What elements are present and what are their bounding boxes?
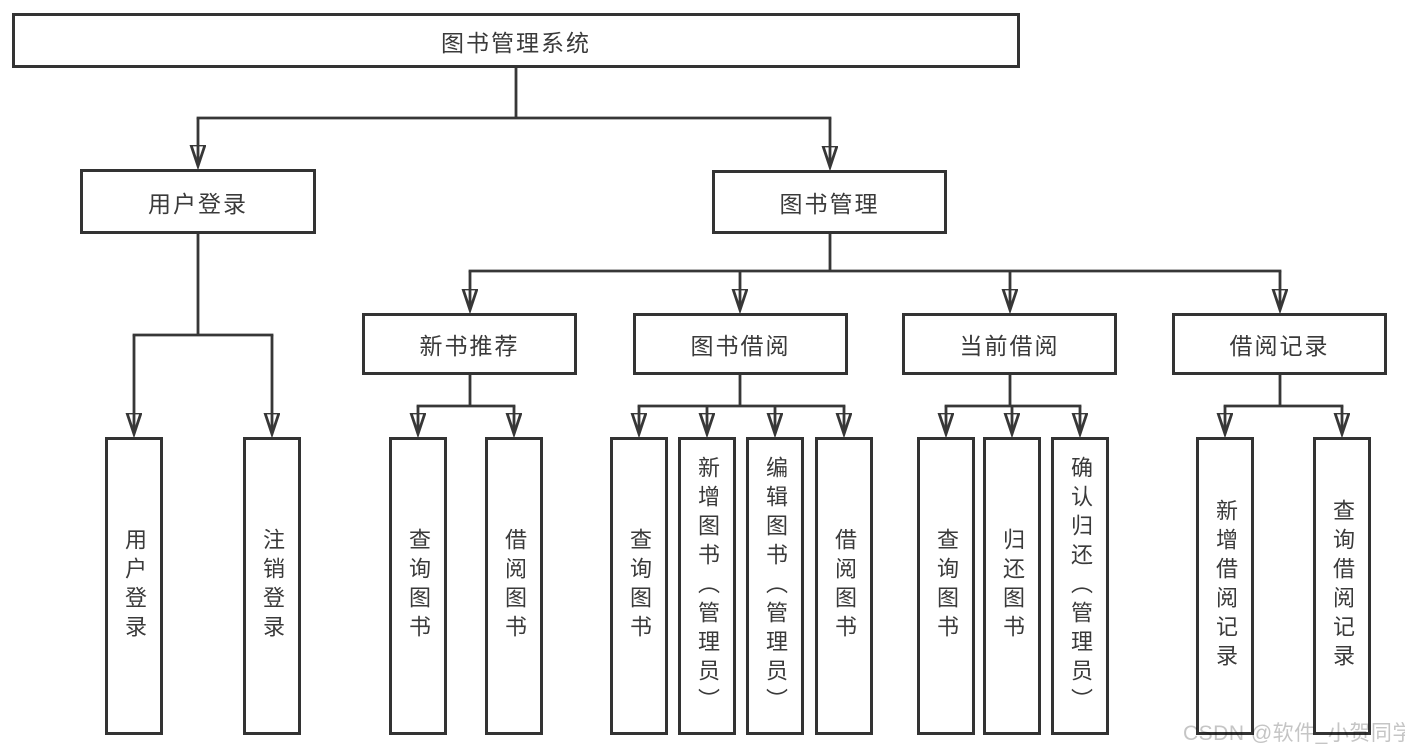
node-label: 当前借阅 bbox=[959, 333, 1060, 359]
leaf-borrow-books: 借阅图书 bbox=[815, 437, 873, 735]
node-current-borrow: 当前借阅 bbox=[902, 313, 1117, 375]
node-library-management-system: 图书管理系统 bbox=[12, 13, 1020, 68]
leaf-recommend-borrow-books: 借阅图书 bbox=[485, 437, 543, 735]
leaf-label: 用户登录 bbox=[122, 528, 147, 644]
leaf-label: 注销登录 bbox=[260, 528, 285, 644]
node-borrow-records: 借阅记录 bbox=[1172, 313, 1387, 375]
csdn-watermark: CSDN @软件_小贺同学 bbox=[1183, 722, 1405, 745]
leaf-label: 归还图书 bbox=[1000, 528, 1025, 644]
leaf-label: 查询图书 bbox=[934, 528, 959, 644]
node-label: 新书推荐 bbox=[419, 333, 520, 359]
node-label: 图书借阅 bbox=[690, 333, 791, 359]
leaf-edit-books-admin: 编辑图书（管理员） bbox=[746, 437, 804, 735]
node-book-management-branch: 图书管理 bbox=[712, 170, 947, 234]
node-label: 图书管理 bbox=[779, 191, 880, 217]
leaf-label: 新增图书（管理员） bbox=[695, 455, 720, 717]
node-label: 借阅记录 bbox=[1229, 333, 1330, 359]
leaf-borrow-query-books: 查询图书 bbox=[610, 437, 668, 735]
node-book-borrow: 图书借阅 bbox=[633, 313, 848, 375]
node-label: 图书管理系统 bbox=[441, 29, 591, 56]
leaf-label: 编辑图书（管理员） bbox=[763, 455, 788, 717]
leaf-logout: 注销登录 bbox=[243, 437, 301, 735]
leaf-recommend-query-books: 查询图书 bbox=[389, 437, 447, 735]
node-user-login-branch: 用户登录 bbox=[80, 169, 316, 234]
leaf-add-borrow-record: 新增借阅记录 bbox=[1196, 437, 1254, 735]
node-label: 用户登录 bbox=[148, 190, 248, 217]
leaf-label: 确认归还（管理员） bbox=[1068, 455, 1093, 717]
leaf-label: 新增借阅记录 bbox=[1213, 499, 1238, 673]
leaf-add-books-admin: 新增图书（管理员） bbox=[678, 437, 736, 735]
leaf-query-borrow-record: 查询借阅记录 bbox=[1313, 437, 1371, 735]
leaf-user-login: 用户登录 bbox=[105, 437, 163, 735]
leaf-label: 查询图书 bbox=[406, 528, 431, 644]
leaf-label: 查询图书 bbox=[627, 528, 652, 644]
leaf-label: 借阅图书 bbox=[502, 528, 527, 644]
leaf-current-query-books: 查询图书 bbox=[917, 437, 975, 735]
leaf-label: 借阅图书 bbox=[832, 528, 857, 644]
leaf-return-books: 归还图书 bbox=[983, 437, 1041, 735]
leaf-confirm-return-admin: 确认归还（管理员） bbox=[1051, 437, 1109, 735]
leaf-label: 查询借阅记录 bbox=[1330, 499, 1355, 673]
node-new-book-recommend: 新书推荐 bbox=[362, 313, 577, 375]
